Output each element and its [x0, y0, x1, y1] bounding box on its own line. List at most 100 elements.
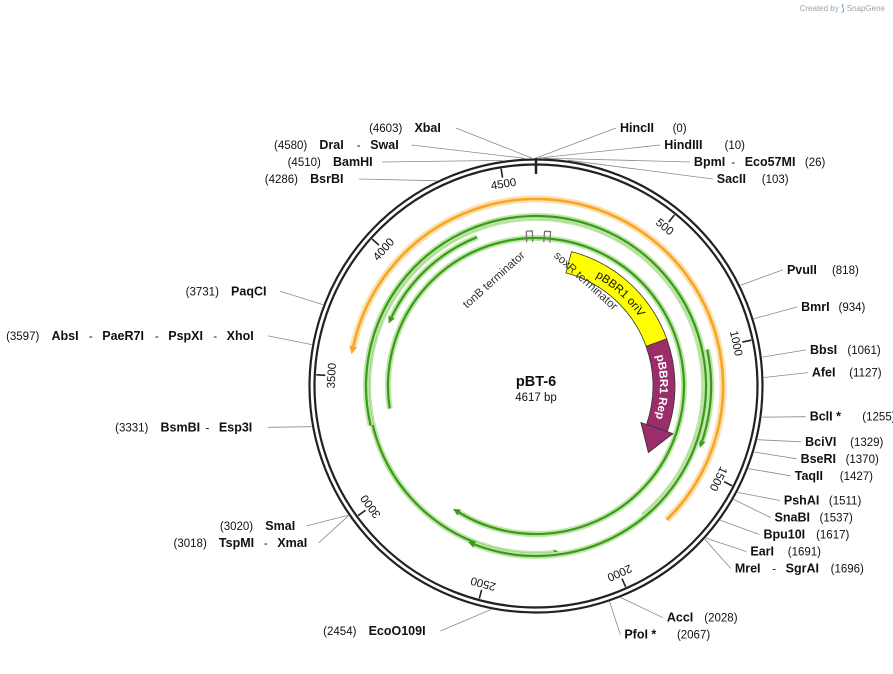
enzyme-separator: -	[155, 331, 159, 343]
enzyme-name: MreI	[735, 562, 761, 576]
enzyme-position: (2028)	[704, 613, 737, 625]
enzyme-leader	[359, 178, 437, 182]
enzyme-position: (3331)	[115, 422, 148, 434]
enzyme-leader	[733, 499, 771, 518]
enzyme-name: SnaBI	[775, 511, 810, 525]
enzyme-site: BciVI (1329)	[805, 435, 883, 449]
enzyme-leader	[763, 372, 808, 378]
enzyme-site: BclI *(1255)	[810, 410, 893, 424]
enzyme-leader	[544, 157, 690, 163]
enzyme-position: (2454)	[323, 626, 356, 638]
enzyme-name: SacII	[717, 172, 746, 186]
orf-arc	[352, 197, 725, 521]
enzyme-position: (1537)	[820, 513, 853, 525]
enzyme-leader	[411, 144, 525, 159]
terminator-glyph	[543, 230, 552, 243]
enzyme-name: AbsI	[51, 329, 78, 343]
enzyme-leader	[381, 160, 503, 163]
enzyme-site: BpmI-Eco57MI(26)	[694, 155, 826, 169]
enzyme-name: SmaI	[265, 519, 295, 533]
snapgene-logo-icon: ⟆	[840, 3, 845, 13]
enzyme-separator: -	[772, 564, 776, 576]
enzyme-name: BciVI	[805, 435, 836, 449]
snapgene-credit: Created by ⟆ SnapGene	[800, 3, 885, 14]
enzyme-leader	[267, 426, 312, 428]
enzyme-position: (103)	[762, 174, 789, 186]
enzyme-position: (1127)	[849, 368, 882, 380]
enzyme-position: (1696)	[831, 564, 864, 576]
enzyme-leader	[306, 514, 349, 527]
primer-arrowhead	[468, 541, 476, 548]
enzyme-site: BmrI (934)	[801, 300, 865, 314]
enzyme-name: BamHI	[333, 155, 373, 169]
tick-label: 4500	[490, 177, 517, 193]
enzyme-site: MreI-SgrAI(1696)	[735, 562, 864, 576]
enzyme-site: (3018)TspMI-XmaI	[174, 536, 308, 550]
enzyme-site: (3731)PaqCI	[186, 284, 267, 298]
enzyme-name: BsmBI	[161, 420, 201, 434]
enzyme-position: (934)	[839, 302, 866, 314]
enzyme-site: PfoI *(2067)	[624, 628, 710, 642]
enzyme-position: (1329)	[850, 437, 883, 449]
primer-arc	[390, 236, 478, 318]
enzyme-site: (4286)BsrBI	[265, 172, 344, 186]
enzyme-labels: HincII(0)HindIII(10)BpmI-Eco57MI(26)SacI…	[6, 121, 893, 642]
enzyme-leader	[440, 609, 492, 632]
primer-arc	[386, 237, 686, 536]
enzyme-leader	[705, 537, 747, 552]
enzyme-name: Esp3I	[219, 420, 252, 434]
tick-label: 4000	[371, 236, 397, 263]
enzyme-name: EarI	[750, 545, 774, 559]
rep-label: pBBR1 Rep	[653, 354, 669, 421]
enzyme-position: (1511)	[829, 496, 862, 508]
enzyme-name: DraI	[319, 138, 343, 152]
enzyme-site: (2454)EcoO109I	[323, 624, 425, 638]
enzyme-name: PshAI	[784, 494, 819, 508]
enzyme-position: (1255)	[862, 412, 893, 424]
enzyme-site: TaqII (1427)	[795, 469, 873, 483]
enzyme-leader-lines	[267, 127, 808, 635]
enzyme-leader	[720, 519, 760, 535]
tick-mark	[500, 168, 504, 178]
enzyme-leader	[753, 306, 798, 320]
enzyme-site: HindIII(10)	[664, 138, 745, 152]
enzyme-position: (818)	[832, 265, 859, 277]
enzyme-position: (1617)	[816, 530, 849, 542]
primer-arrowhead	[453, 508, 461, 516]
enzyme-site: (3020) SmaI	[220, 519, 295, 533]
enzyme-leader	[737, 492, 780, 501]
plasmid-length: 4617 bp	[515, 392, 557, 404]
primer-arc	[364, 214, 708, 558]
enzyme-position: (1061)	[847, 345, 880, 357]
enzyme-name: Eco57MI	[745, 155, 796, 169]
enzyme-name: Bpu10I	[763, 528, 805, 542]
enzyme-separator: -	[731, 157, 735, 169]
enzyme-name: TaqII	[795, 469, 823, 483]
enzyme-leader	[761, 416, 806, 418]
enzyme-site: PvuII(818)	[787, 263, 859, 277]
enzyme-leader	[620, 597, 664, 619]
enzyme-separator: -	[213, 331, 217, 343]
enzyme-site: (4580)DraI-SwaI	[274, 138, 399, 152]
tick-mark	[621, 578, 627, 588]
enzyme-name: AccI	[667, 611, 693, 625]
enzyme-site: SacII (103)	[717, 172, 789, 186]
enzyme-site: AccI (2028)	[667, 611, 738, 625]
enzyme-position: (1427)	[840, 471, 873, 483]
tick-label: 500	[653, 217, 675, 238]
enzyme-leader	[748, 468, 791, 477]
enzyme-position: (4510)	[288, 157, 321, 169]
enzyme-position: (3020)	[220, 521, 253, 533]
enzyme-name: BmrI	[801, 300, 829, 314]
enzyme-site: BseRI(1370)	[801, 452, 879, 466]
enzyme-leader	[279, 290, 324, 305]
enzyme-position: (4286)	[265, 174, 298, 186]
enzyme-leader	[757, 439, 802, 443]
plasmid-name: pBT-6	[516, 374, 556, 390]
primer-arrowhead	[388, 315, 395, 324]
enzyme-leader	[740, 269, 784, 286]
plasmid-backbone	[308, 158, 764, 614]
primer-arc	[701, 349, 713, 442]
terminator-glyph	[525, 230, 534, 243]
